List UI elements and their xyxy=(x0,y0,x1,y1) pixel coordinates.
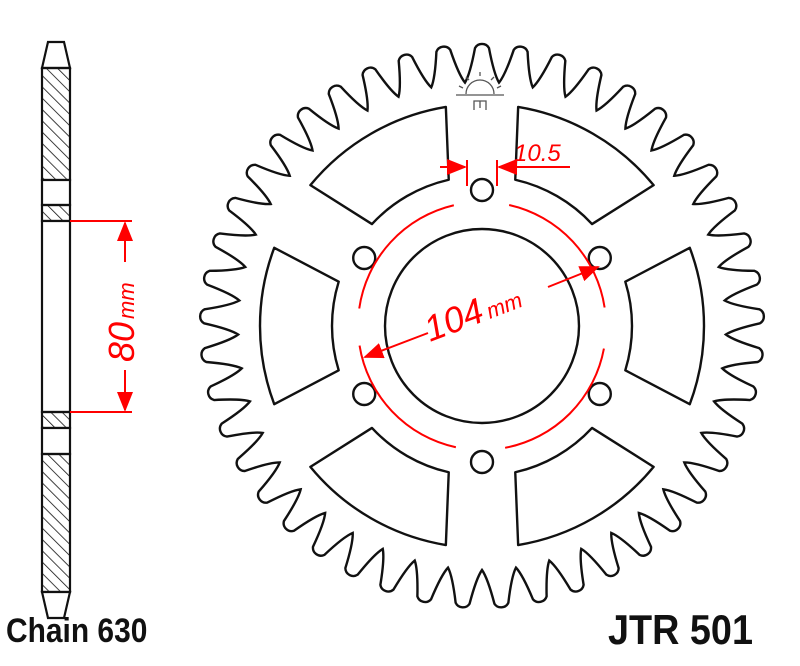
lightening-window xyxy=(309,105,450,226)
lightening-window xyxy=(514,426,655,547)
lightening-window xyxy=(624,246,706,406)
bore-dimension xyxy=(70,220,133,413)
lightening-windows xyxy=(258,105,706,547)
jt-logo-icon xyxy=(456,72,504,110)
chain-size-label: Chain 630 xyxy=(6,612,148,650)
pcd-dimension-label: 104mm xyxy=(418,275,527,349)
lightening-window xyxy=(258,246,340,406)
bore-dimension-label: 80mm xyxy=(101,282,142,362)
sprocket-teeth-outline xyxy=(198,42,766,609)
bolt-hole xyxy=(587,381,612,407)
centre-bore xyxy=(383,227,581,425)
bolt-hole-dimension-label: 10.5 xyxy=(514,140,561,167)
pcd-dimension xyxy=(358,204,606,449)
bolt-hole xyxy=(352,381,377,407)
lightening-window xyxy=(514,105,655,226)
bolt-hole xyxy=(352,245,377,271)
part-number-label: JTR 501 xyxy=(608,606,753,653)
bolt-hole xyxy=(469,449,495,475)
side-profile xyxy=(40,40,72,620)
lightening-window xyxy=(309,426,450,547)
bolt-hole xyxy=(587,245,612,271)
bolt-hole xyxy=(469,177,495,203)
bolt-hole-dimension xyxy=(440,159,570,186)
